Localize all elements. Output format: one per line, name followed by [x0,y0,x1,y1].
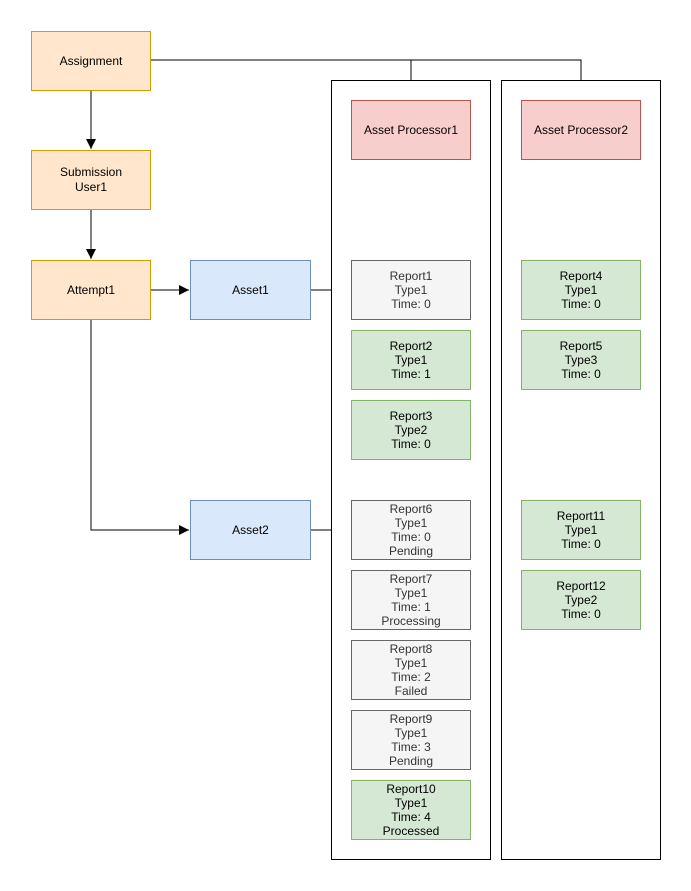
report8-type: Type1 [394,656,428,670]
node-submission-user1-label: Submission User1 [59,165,123,194]
node-report11[interactable]: Report11 Type1 Time: 0 [521,500,641,560]
report8-time: Time: 2 [391,670,431,684]
report3-name: Report3 [389,409,433,423]
report11-name: Report11 [556,509,606,523]
node-report8[interactable]: Report8 Type1 Time: 2 Failed [351,640,471,700]
report2-name: Report2 [389,339,433,353]
report7-type: Type1 [394,586,428,600]
node-report12[interactable]: Report12 Type2 Time: 0 [521,570,641,630]
node-report10[interactable]: Report10 Type1 Time: 4 Processed [351,780,471,840]
report7-name: Report7 [389,572,433,586]
report12-name: Report12 [556,579,606,593]
report3-time: Time: 0 [391,437,431,451]
node-asset-processor1-label: Asset Processor1 [363,122,459,137]
report6-type: Type1 [394,516,428,530]
report7-time: Time: 1 [391,600,431,614]
lane-processor2-reports[interactable] [501,80,661,860]
report6-time: Time: 0 [391,530,431,544]
report7-status: Processing [381,614,441,628]
node-assignment[interactable]: Assignment [31,31,151,91]
report5-type: Type3 [564,353,598,367]
node-report2[interactable]: Report2 Type1 Time: 1 [351,330,471,390]
report8-status: Failed [394,684,428,698]
report2-type: Type1 [394,353,428,367]
node-asset1-label: Asset1 [232,282,269,297]
report6-name: Report6 [389,502,433,516]
report2-time: Time: 1 [391,367,431,381]
report6-status: Pending [388,544,434,558]
report3-type: Type2 [394,423,428,437]
report1-type: Type1 [394,283,428,297]
node-report7[interactable]: Report7 Type1 Time: 1 Processing [351,570,471,630]
node-report5[interactable]: Report5 Type3 Time: 0 [521,330,641,390]
node-asset-processor1[interactable]: Asset Processor1 [351,100,471,160]
report10-time: Time: 4 [391,810,431,824]
report9-status: Pending [388,754,434,768]
report9-type: Type1 [394,726,428,740]
report9-time: Time: 3 [391,740,431,754]
report4-name: Report4 [559,269,603,283]
report11-time: Time: 0 [561,537,601,551]
node-asset1[interactable]: Asset1 [190,260,311,320]
report5-time: Time: 0 [561,367,601,381]
node-report9[interactable]: Report9 Type1 Time: 3 Pending [351,710,471,770]
node-asset2[interactable]: Asset2 [190,500,311,560]
report9-name: Report9 [389,712,433,726]
report11-type: Type1 [564,523,598,537]
node-report6[interactable]: Report6 Type1 Time: 0 Pending [351,500,471,560]
report10-status: Processed [382,824,440,838]
node-attempt1[interactable]: Attempt1 [31,260,151,320]
node-assignment-label: Assignment [59,53,123,68]
report4-time: Time: 0 [561,297,601,311]
report8-name: Report8 [389,642,433,656]
node-submission-user1[interactable]: Submission User1 [31,150,151,210]
report4-type: Type1 [564,283,598,297]
report5-name: Report5 [559,339,603,353]
report1-time: Time: 0 [391,297,431,311]
edge-attempt1-to-asset2[interactable] [90,320,189,535]
node-asset-processor2[interactable]: Asset Processor2 [521,100,641,160]
report10-name: Report10 [386,782,436,796]
node-asset2-label: Asset2 [232,522,269,537]
report12-time: Time: 0 [561,607,601,621]
report12-type: Type2 [564,593,598,607]
node-report3[interactable]: Report3 Type2 Time: 0 [351,400,471,460]
node-report4[interactable]: Report4 Type1 Time: 0 [521,260,641,320]
node-attempt1-label: Attempt1 [66,282,116,297]
node-report1[interactable]: Report1 Type1 Time: 0 [351,260,471,320]
report1-name: Report1 [389,269,433,283]
report10-type: Type1 [394,796,428,810]
node-asset-processor2-label: Asset Processor2 [533,122,629,137]
